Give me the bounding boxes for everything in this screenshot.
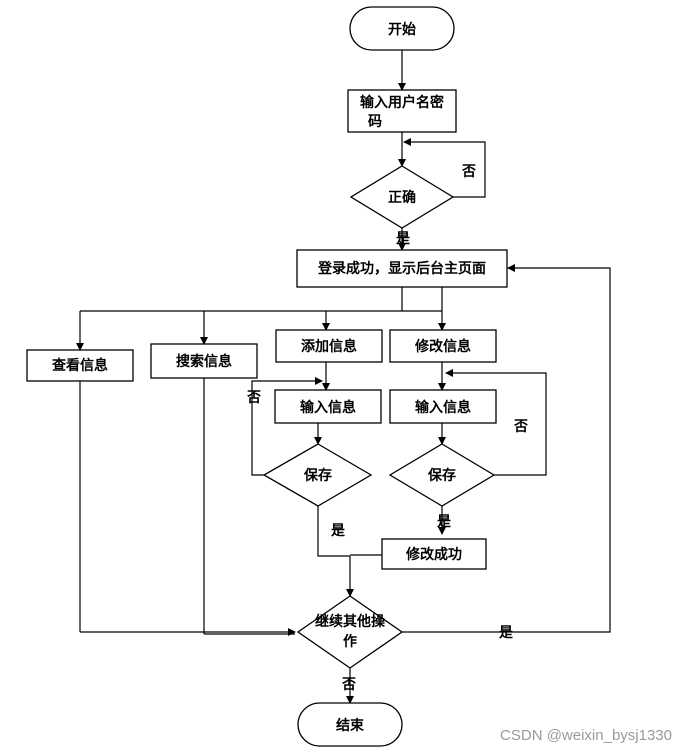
end-terminal xyxy=(297,702,403,747)
search-label: 搜索信息 xyxy=(176,353,232,370)
add-save-label: 保存 xyxy=(303,467,332,484)
continue-label-line2: 作 xyxy=(343,633,357,650)
edit-success-label: 修改成功 xyxy=(405,546,462,563)
home-box xyxy=(296,249,508,288)
home-label: 登录成功，显示后台主页面 xyxy=(317,260,486,277)
edge-correct-no-loop xyxy=(403,138,486,198)
correct-label: 正确 xyxy=(388,189,416,206)
label-add-save-no: 否 xyxy=(246,390,261,406)
edit-input-box xyxy=(389,389,497,424)
view-box xyxy=(26,349,134,382)
input-login-label-line1: 输入用户名密 xyxy=(360,94,444,111)
correct-decision xyxy=(349,165,455,229)
add-input-label: 输入信息 xyxy=(300,399,356,416)
label-add-save-yes: 是 xyxy=(331,523,346,539)
label-correct-no: 否 xyxy=(461,164,476,180)
edit-success-box xyxy=(381,538,487,570)
input-login-box xyxy=(347,89,457,133)
label-edit-save-yes: 是 xyxy=(437,514,452,530)
edit-save-label: 保存 xyxy=(427,467,456,484)
edge-add-save-yes xyxy=(317,506,350,557)
edit-box xyxy=(389,329,497,363)
label-edit-save-no: 否 xyxy=(513,419,528,435)
edit-label: 修改信息 xyxy=(414,338,471,355)
view-label: 查看信息 xyxy=(52,357,108,374)
label-correct-yes: 是 xyxy=(396,231,411,247)
edge-edit-save-no-loop xyxy=(445,369,547,476)
watermark: CSDN @weixin_bysj1330 xyxy=(500,727,672,744)
start-terminal xyxy=(349,6,455,51)
edge-continue-yes-loop xyxy=(402,264,611,633)
search-box xyxy=(150,343,258,379)
add-box xyxy=(275,329,383,363)
continue-decision xyxy=(296,595,404,669)
end-label: 结束 xyxy=(336,717,365,734)
label-continue-yes: 是 xyxy=(499,625,514,641)
add-input-box xyxy=(274,389,382,424)
continue-label-line1: 继续其他操 xyxy=(315,613,386,630)
input-login-label-line2: 码 xyxy=(368,114,382,130)
add-label: 添加信息 xyxy=(301,338,357,355)
edit-input-label: 输入信息 xyxy=(415,399,471,416)
label-continue-no: 否 xyxy=(341,677,356,693)
edge-add-save-no-loop xyxy=(251,377,323,476)
start-label: 开始 xyxy=(388,21,416,38)
edit-save-decision xyxy=(388,443,496,507)
add-save-decision xyxy=(262,443,373,507)
